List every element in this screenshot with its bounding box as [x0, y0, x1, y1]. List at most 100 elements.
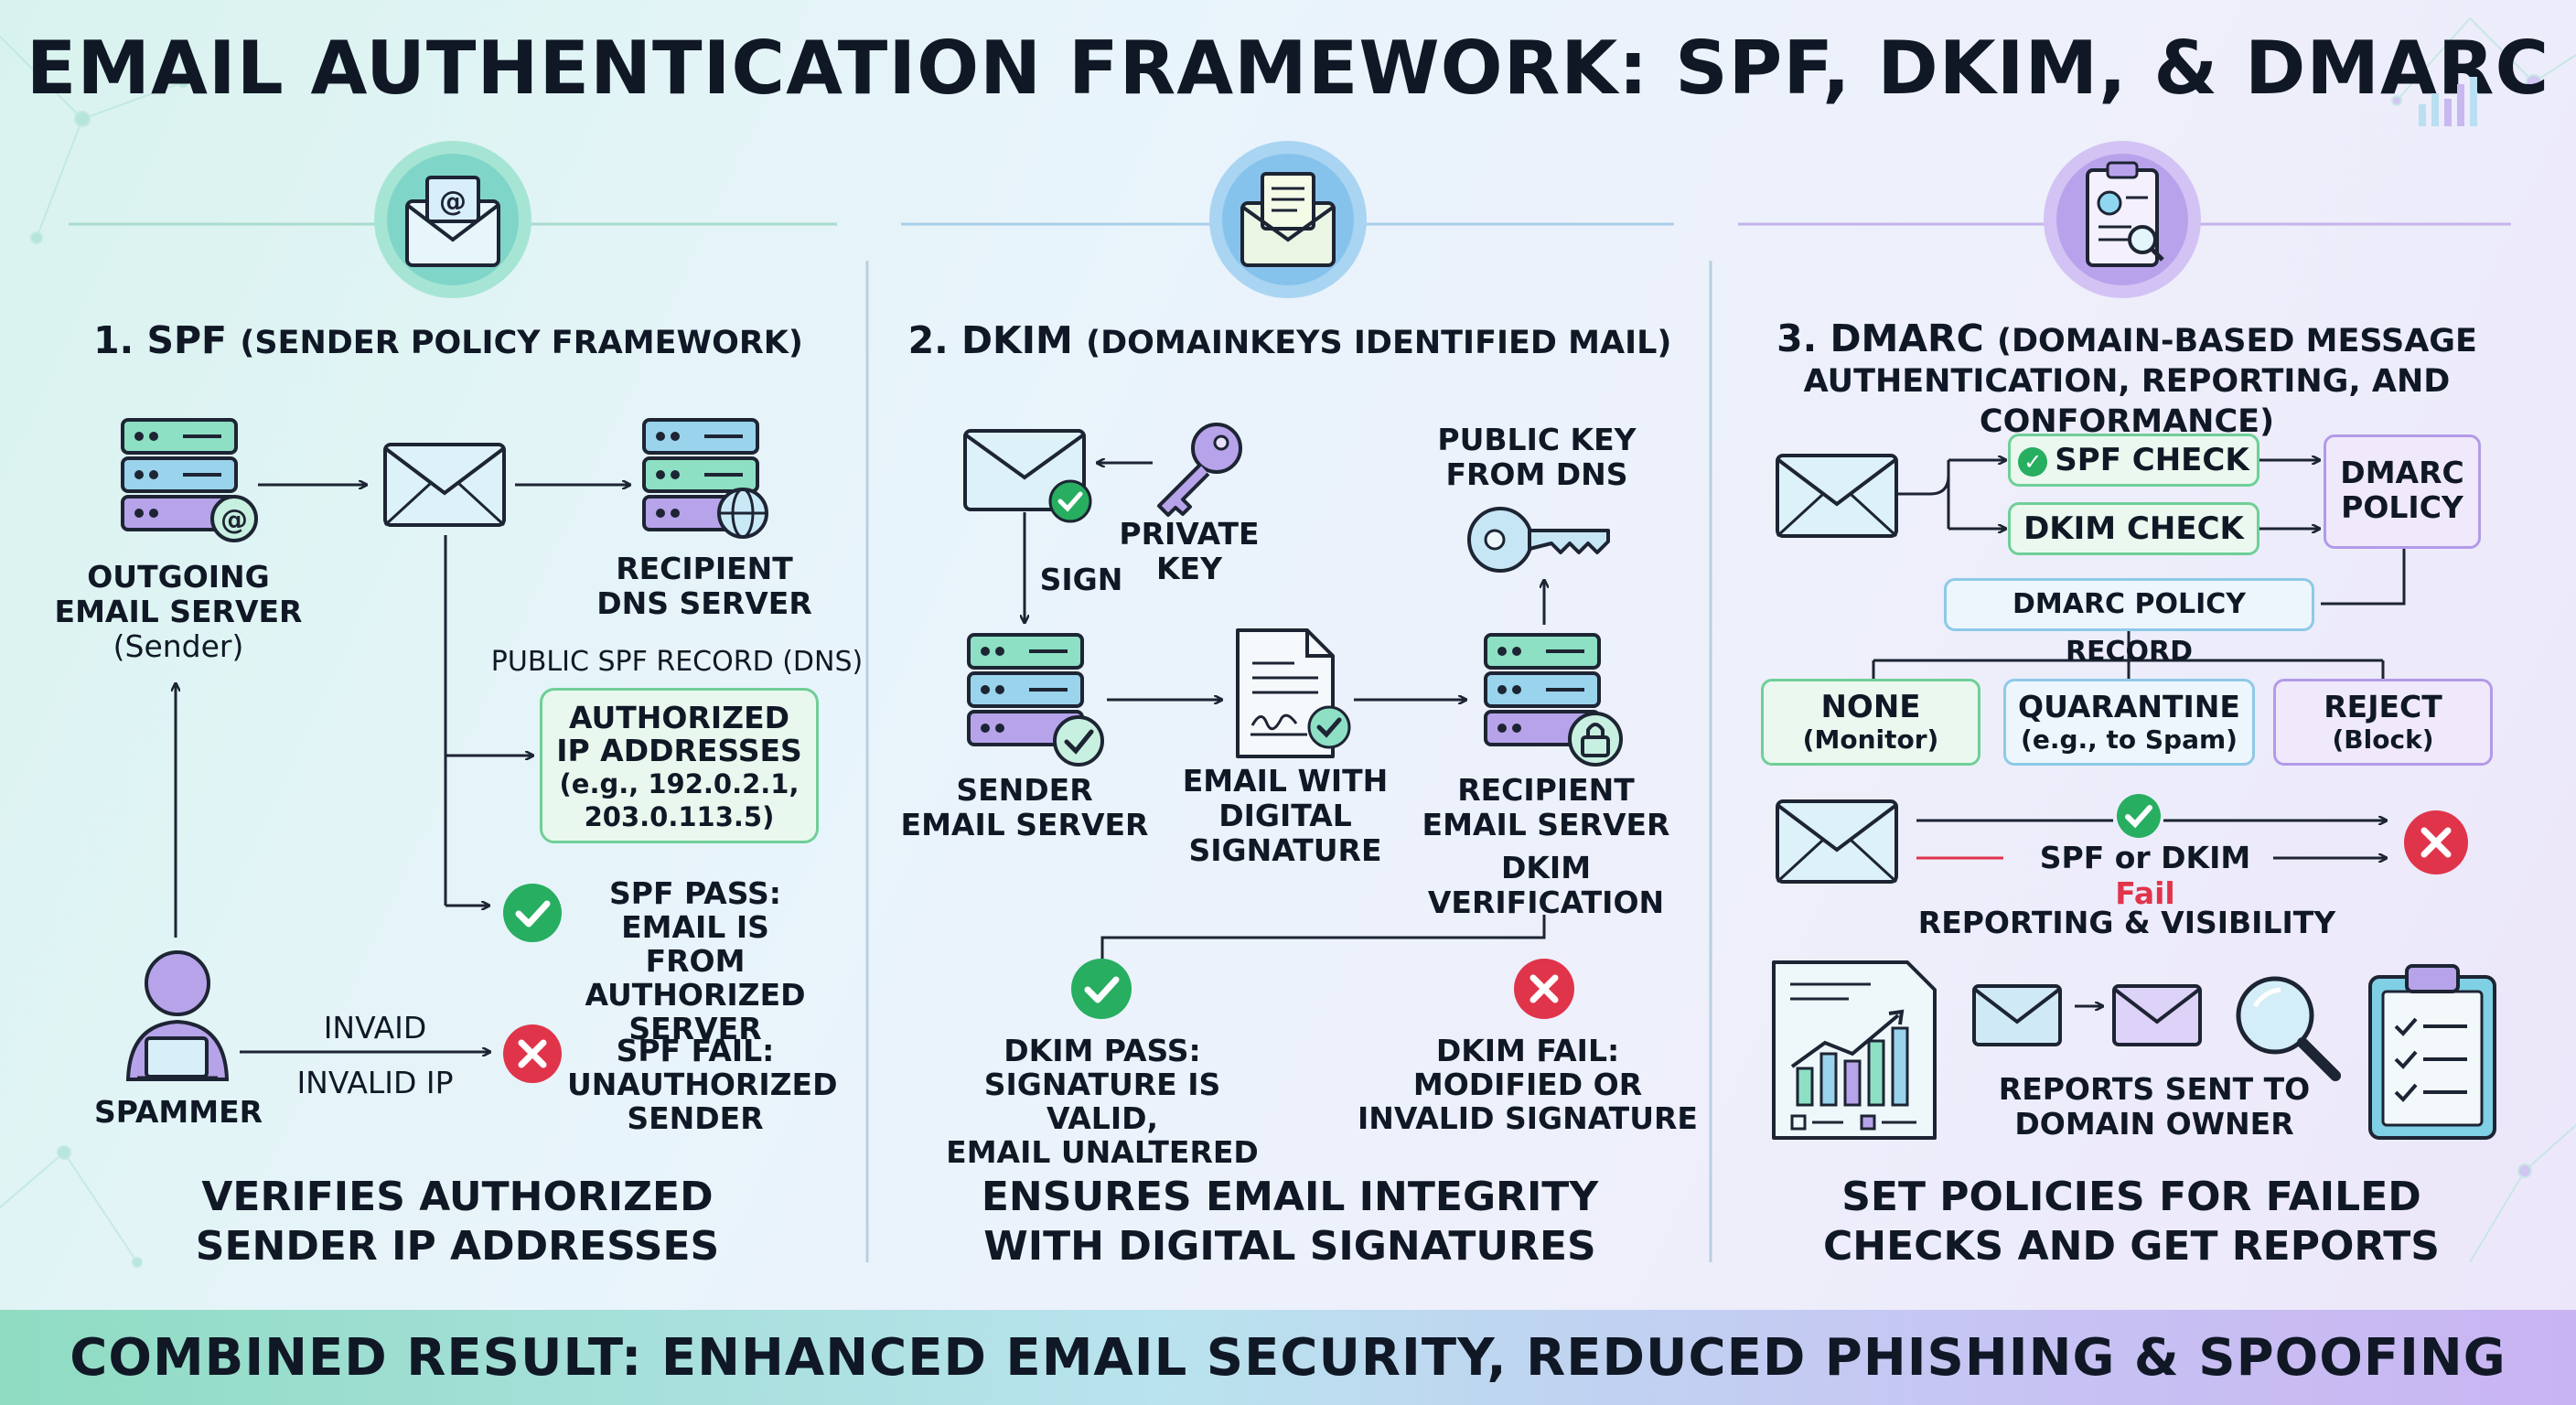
- envelope-icon: [383, 443, 506, 527]
- spf-email-envelope: [382, 442, 507, 531]
- record-line4: 203.0.113.5): [584, 801, 775, 832]
- report-magnifier: [2227, 970, 2346, 1092]
- server-icon: @: [121, 418, 258, 542]
- spf-pass-check: [500, 881, 564, 949]
- fail-text-prefix: SPF or DKIM: [2039, 840, 2251, 875]
- dkim-fail-line1: DKIM FAIL:: [1435, 1033, 1620, 1068]
- envelope-icon: @: [374, 141, 531, 298]
- reports-sent-label: REPORTS SENT TO DOMAIN OWNER: [1967, 1072, 2342, 1142]
- dkim-fail-line3: INVALID SIGNATURE: [1358, 1100, 1698, 1136]
- dkim-pass-line2: SIGNATURE IS VALID,: [983, 1067, 1221, 1136]
- envelope-icon: [1776, 454, 1898, 538]
- outgoing-server-icon: @: [119, 416, 265, 548]
- spf-heading-num: 1. SPF: [93, 318, 228, 362]
- envelope-icon: [1972, 984, 2062, 1046]
- dkim-pass-line1: DKIM PASS:: [1004, 1033, 1201, 1068]
- envelope-icon: [963, 429, 1092, 523]
- server-icon: [642, 418, 768, 539]
- chart-icon: [2419, 77, 2477, 126]
- dkim-heading-num: 2. DKIM: [907, 318, 1073, 362]
- spf-fail-line2: UNAUTHORIZED: [567, 1067, 838, 1102]
- spf-check-label: SPF CHECK: [2055, 442, 2249, 478]
- spf-pass-line2: EMAIL IS FROM: [621, 909, 769, 979]
- record-line3: (e.g., 192.0.2.1,: [559, 768, 800, 799]
- dkim-summary-line2: WITH DIGITAL SIGNATURES: [983, 1223, 1596, 1270]
- decorative-bars: [2415, 73, 2488, 132]
- dkim-check-pill: DKIM CHECK: [2008, 502, 2259, 555]
- check-icon: [2117, 794, 2161, 838]
- private-key-icon: [1148, 419, 1249, 523]
- dmarc-heading-num: 3. DMARC: [1776, 316, 1984, 360]
- recipient-dns-line2: DNS SERVER: [596, 585, 812, 621]
- dmarc-heading: 3. DMARC (DOMAIN-BASED MESSAGE AUTHENTIC…: [1729, 318, 2525, 442]
- dkim-recipient-line2: EMAIL SERVER: [1422, 807, 1670, 842]
- dkim-recipient-line1: RECIPIENT: [1457, 772, 1635, 808]
- spf-summary-line1: VERIFIES AUTHORIZED: [201, 1174, 714, 1220]
- x-icon: [1514, 959, 1574, 1019]
- private-key-label: PRIVATE KEY: [1098, 517, 1281, 586]
- record-line1: AUTHORIZED: [568, 700, 790, 735]
- none-line2: (Monitor): [1802, 724, 1939, 755]
- invalid-top-label: INVAID: [323, 1010, 427, 1046]
- private-key-line1: PRIVATE: [1119, 516, 1260, 552]
- x-icon: [503, 1024, 562, 1083]
- clipboard-icon: [2044, 141, 2201, 298]
- reject-line1: REJECT: [2324, 689, 2442, 724]
- envelope-icon: [1776, 799, 1898, 884]
- dmarc-heading-sub1: (DOMAIN-BASED MESSAGE: [1996, 323, 2477, 359]
- quarantine-line1: QUARANTINE: [2018, 689, 2240, 724]
- spf-heading-sub: (SENDER POLICY FRAMEWORK): [240, 325, 803, 361]
- policy-reject: REJECT (Block): [2273, 679, 2493, 766]
- check-icon: [503, 884, 562, 942]
- envelope-at-badge: @: [370, 137, 535, 302]
- dkim-signed-envelope: [962, 428, 1100, 528]
- email-sig-label: EMAIL WITH DIGITAL SIGNATURE: [1162, 764, 1409, 868]
- dkim-recipient-server-icon: [1482, 631, 1628, 772]
- reject-line2: (Block): [2332, 724, 2434, 755]
- dkim-summary: ENSURES EMAIL INTEGRITY WITH DIGITAL SIG…: [906, 1173, 1674, 1271]
- email-sig-line1: EMAIL WITH: [1182, 763, 1389, 799]
- dkim-pass-label: DKIM PASS: SIGNATURE IS VALID, EMAIL UNA…: [933, 1034, 1272, 1169]
- outgoing-server-line1: OUTGOING: [87, 559, 270, 595]
- spf-summary: VERIFIES AUTHORIZED SENDER IP ADDRESSES: [82, 1173, 832, 1271]
- report-clipboard: [2365, 960, 2502, 1147]
- dmarc-pass-check: [2115, 792, 2163, 843]
- dkim-heading-sub: (DOMAINKEYS IDENTIFIED MAIL): [1086, 325, 1672, 361]
- dmarc-input-envelope: [1775, 453, 1899, 542]
- at-sign-icon: @: [220, 504, 248, 536]
- dmarc-summary-line2: CHECKS AND GET REPORTS: [1823, 1223, 2440, 1270]
- recipient-dns-line1: RECIPIENT: [616, 551, 793, 586]
- person-icon: [125, 950, 230, 1081]
- spf-fail-line1: SPF FAIL:: [616, 1033, 775, 1068]
- outgoing-server-line3: (Sender): [113, 628, 244, 664]
- clipboard-badge: [2040, 137, 2205, 302]
- reports-line2: DOMAIN OWNER: [2014, 1106, 2294, 1142]
- dkim-fail-line2: MODIFIED OR: [1412, 1067, 1643, 1102]
- server-icon: [1484, 633, 1623, 767]
- outgoing-server-line2: EMAIL SERVER: [54, 594, 303, 629]
- dmarc-test-envelope: [1775, 799, 1899, 888]
- report-document-icon: [1770, 959, 1939, 1145]
- dkim-summary-line1: ENSURES EMAIL INTEGRITY: [981, 1174, 1599, 1220]
- outgoing-server-label: OUTGOING EMAIL SERVER (Sender): [50, 560, 306, 664]
- check-icon: [1071, 959, 1132, 1019]
- page-title: EMAIL AUTHENTICATION FRAMEWORK: SPF, DKI…: [26, 26, 2550, 111]
- invalid-ip-label: INVALID IP: [296, 1065, 454, 1100]
- policy-none: NONE (Monitor): [1761, 679, 1980, 766]
- dkim-verification-label: DKIM VERIFICATION: [1418, 851, 1674, 920]
- spf-summary-line2: SENDER IP ADDRESSES: [195, 1223, 720, 1270]
- dkim-check-label: DKIM CHECK: [2023, 510, 2244, 547]
- spammer-label: SPAMMER: [93, 1094, 263, 1130]
- spf-record-box: AUTHORIZED IP ADDRESSES (e.g., 192.0.2.1…: [540, 688, 819, 843]
- spf-check-pill: ✓SPF CHECK: [2008, 434, 2259, 487]
- fail-text-fail: Fail: [2115, 875, 2175, 911]
- key-icon: [1467, 507, 1610, 573]
- footer-band: [0, 1310, 2576, 1405]
- record-line2: IP ADDRESSES: [556, 733, 802, 768]
- dkim-sender-label: SENDER EMAIL SERVER: [896, 773, 1153, 842]
- verification-line2: VERIFICATION: [1427, 885, 1665, 920]
- dmarc-policy-line1: DMARC: [2340, 455, 2464, 490]
- chart-icon: [1772, 960, 1937, 1140]
- dkim-recipient-label: RECIPIENT EMAIL SERVER: [1418, 773, 1674, 842]
- signed-document-icon: [1230, 627, 1358, 767]
